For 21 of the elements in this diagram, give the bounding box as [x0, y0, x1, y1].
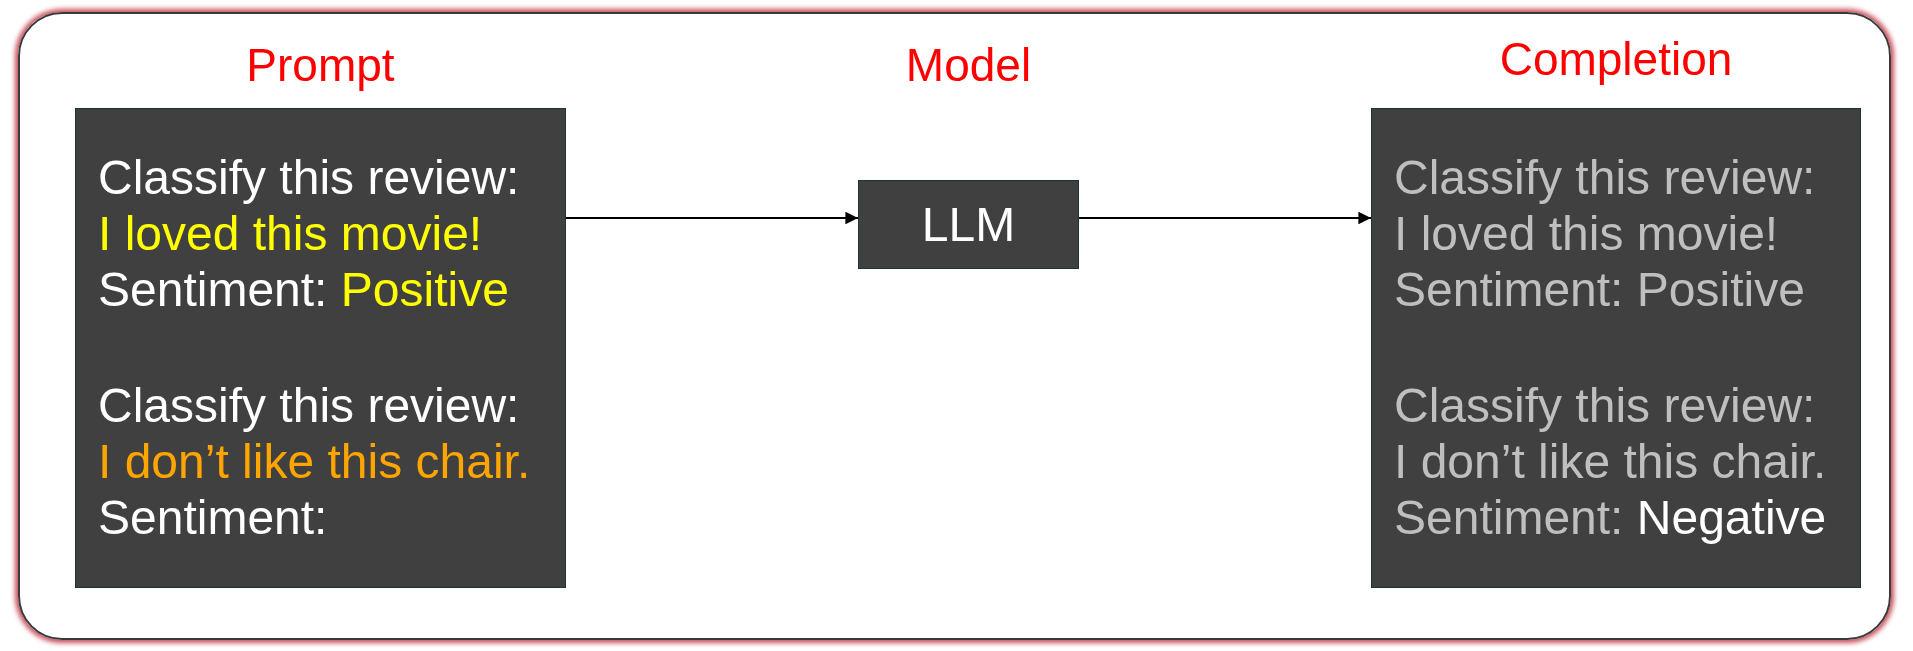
prompt-text: Sentiment: — [98, 263, 328, 316]
prompt-text: Sentiment: Positive — [1394, 263, 1805, 316]
prompt-text: I don’t like this chair. — [1394, 435, 1827, 488]
panel-title: Completion — [1498, 32, 1734, 87]
prompt-text: I loved this movie! — [98, 207, 483, 260]
prompt-text: Positive — [340, 263, 509, 316]
panel-title: Model — [904, 38, 1033, 93]
prompt-text: I don’t like this chair. — [98, 435, 531, 488]
prompt-text: Classify this review: — [1394, 379, 1816, 432]
arrow — [565, 211, 859, 225]
model-label: LLM — [921, 197, 1016, 251]
prompt-text: I loved this movie! — [1394, 207, 1779, 260]
prompt-text: Sentiment: — [98, 491, 328, 544]
prompt-text: Classify this review: — [1394, 151, 1816, 204]
panel-title: Prompt — [245, 38, 396, 93]
prompt-text: Classify this review: — [98, 151, 520, 204]
prompt-text: Sentiment: — [1394, 491, 1624, 544]
rounded-frame — [18, 12, 1891, 640]
arrow — [1078, 211, 1372, 225]
prompt-text: Classify this review: — [98, 379, 520, 432]
prompt-text: Negative — [1636, 491, 1827, 544]
